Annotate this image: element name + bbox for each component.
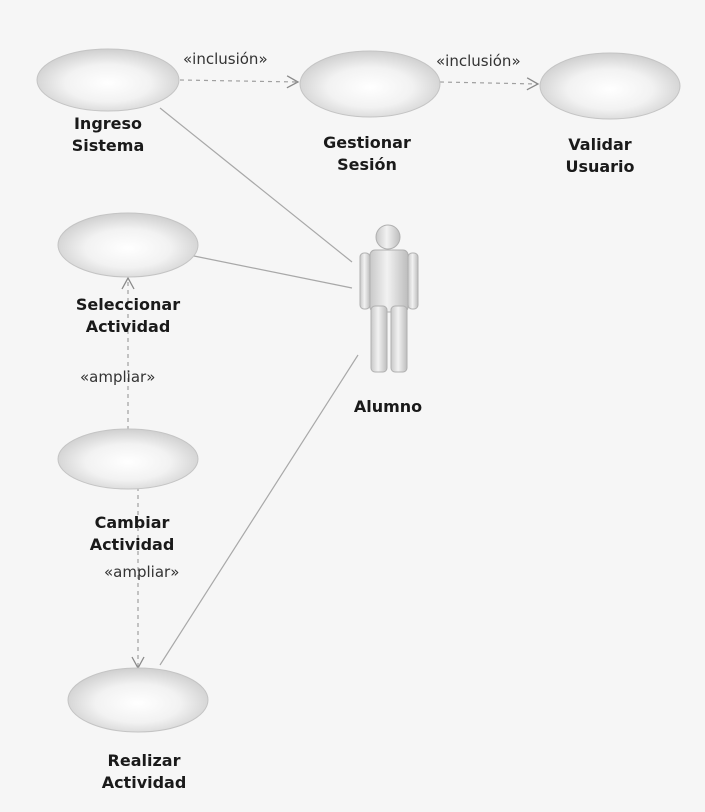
use-case-label-line: Actividad xyxy=(89,535,175,554)
stereotype-ampliar-1: «ampliar» xyxy=(80,368,156,386)
use-case-cambiar-actividad[interactable] xyxy=(57,428,199,490)
actor-alumno-figure[interactable] xyxy=(359,224,419,373)
use-case-validar-usuario[interactable] xyxy=(539,52,681,120)
association-realizar-alumno xyxy=(159,354,359,666)
stereotype-inclusion-1: «inclusión» xyxy=(183,50,268,68)
use-case-label-line: Seleccionar xyxy=(75,295,181,314)
use-case-gestionar-sesion[interactable] xyxy=(299,50,441,118)
use-case-label-cambiar-actividad: Cambiar Actividad xyxy=(72,512,192,556)
use-case-label-line: Sesión xyxy=(337,155,397,174)
use-case-label-gestionar-sesion: Gestionar Sesión xyxy=(312,132,422,176)
include-arrow-gestionar-validar xyxy=(439,77,540,91)
use-case-label-line: Cambiar xyxy=(94,513,170,532)
use-case-ingreso-sistema[interactable] xyxy=(36,48,180,112)
use-case-label-realizar-actividad: Realizar Actividad xyxy=(84,750,204,794)
stereotype-ampliar-2: «ampliar» xyxy=(104,563,180,581)
stereotype-inclusion-2: «inclusión» xyxy=(436,52,521,70)
use-case-label-ingreso-sistema: Ingreso Sistema xyxy=(58,113,158,157)
use-case-label-line: Gestionar xyxy=(323,133,411,152)
use-case-label-validar-usuario: Validar Usuario xyxy=(545,134,655,178)
use-case-label-line: Usuario xyxy=(565,157,635,176)
use-case-label-line: Actividad xyxy=(101,773,187,792)
use-case-realizar-actividad[interactable] xyxy=(67,667,209,733)
use-case-seleccionar-actividad[interactable] xyxy=(57,212,199,278)
use-case-label-line: Ingreso xyxy=(73,114,143,133)
association-seleccionar-alumno xyxy=(193,255,353,289)
use-case-label-line: Actividad xyxy=(85,317,171,336)
use-case-label-line: Realizar xyxy=(107,751,181,770)
use-case-label-seleccionar-actividad: Seleccionar Actividad xyxy=(58,294,198,338)
use-case-label-line: Validar xyxy=(568,135,632,154)
association-ingreso-alumno xyxy=(159,107,353,263)
include-arrow-ingreso-gestionar xyxy=(179,75,300,89)
use-case-label-line: Sistema xyxy=(71,136,145,155)
actor-label-alumno: Alumno xyxy=(353,397,423,416)
